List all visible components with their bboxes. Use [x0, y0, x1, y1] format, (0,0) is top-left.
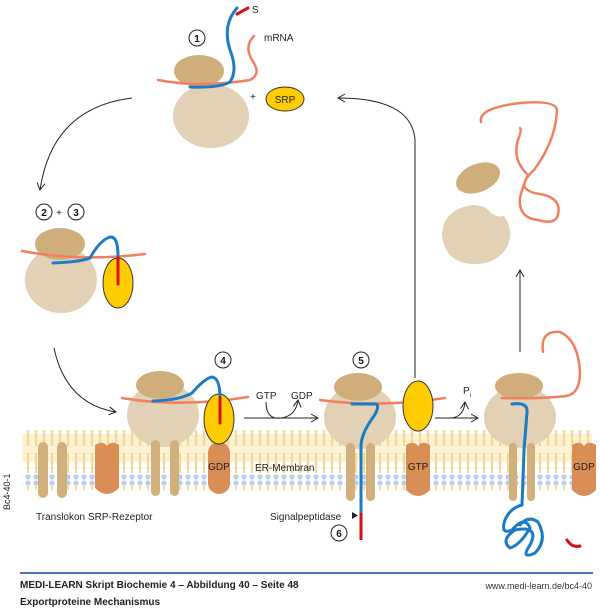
dissociated-ribosome-group [442, 101, 560, 265]
gtp-hydrolysis-arrow: GTP GDP [244, 391, 320, 423]
translocon-wall [38, 442, 48, 498]
signal-sequence [235, 6, 250, 16]
gdp-receptor-label: GDP [573, 462, 595, 473]
translocon-wall [57, 442, 67, 498]
signalpeptidase-label: Signalpeptidase [270, 512, 342, 523]
gtp-label: GTP [256, 391, 277, 402]
ribosome-large-subunit [174, 55, 224, 87]
ribosome-small-subunit [484, 386, 556, 448]
phosphate-label: P [463, 386, 470, 397]
mrna-strand [20, 249, 147, 259]
arrow-1-to-2 [36, 97, 133, 191]
mrna-label: mRNA [264, 33, 294, 44]
translocon-label: Translokon [36, 512, 85, 523]
mrna-strand [120, 395, 250, 404]
step-2-3-group: 2 + 3 [20, 203, 147, 313]
ribosome-large-subunit [456, 162, 500, 194]
step-5-number: 5 [358, 356, 364, 367]
srp-released [402, 380, 434, 432]
step-3-number: 3 [73, 208, 79, 219]
srp-receptor-gdp [572, 442, 596, 496]
ribosome-small-subunit [173, 84, 249, 148]
nascent-peptide [151, 375, 222, 403]
gdp-receptor-label: GDP [208, 462, 230, 473]
srp-receptor-bound [208, 442, 230, 494]
arrow-srp-recycle [336, 93, 416, 378]
ribosome-small-subunit [25, 247, 97, 313]
ribosome-small-subunit [324, 385, 396, 449]
step-1-badge [188, 29, 206, 47]
step-4-number: 4 [220, 356, 226, 367]
mrna-strand [500, 330, 582, 400]
srp-receptor [95, 442, 119, 494]
degraded-signal-sequence [565, 538, 582, 548]
step-4-badge [214, 351, 232, 369]
step-7-group: GDP [484, 330, 596, 557]
gtp-release-arrow: P i [435, 386, 480, 423]
arrow-3-to-4 [53, 347, 117, 416]
phosphate-subscript: i [470, 393, 471, 399]
translocon-wall [509, 443, 517, 501]
translocon-wall [170, 440, 179, 496]
ribosome-large-subunit [334, 373, 382, 401]
ribosome-large-subunit [495, 373, 543, 399]
srp-receptor-gtp [406, 442, 430, 496]
step-5-badge [352, 351, 370, 369]
plus-sign: + [250, 92, 256, 103]
nascent-peptide [51, 235, 120, 265]
step-1-number: 1 [194, 34, 200, 45]
signal-label: S [252, 5, 259, 16]
translocon-wall [151, 440, 160, 496]
er-membrane-label: ER-Membran [255, 463, 314, 474]
srp-receptor-label: SRP-Rezeptor [88, 512, 153, 523]
figure-code: Bc4-40-1 [2, 473, 12, 510]
step-2-badge [35, 203, 53, 221]
nascent-peptide [350, 402, 380, 514]
step-1-group: 1 S mRNA + SRP [156, 5, 305, 148]
nascent-peptide [188, 6, 239, 89]
gtp-receptor-label: GTP [408, 462, 429, 473]
ribosome-small-subunit [442, 205, 511, 265]
translocon-wall [346, 443, 355, 501]
footer-subtitle: Exportproteine Mechanismus [20, 597, 161, 608]
footer-title: MEDI-LEARN Skript Biochemie 4 – Abbildun… [20, 580, 299, 591]
step-6-number: 6 [336, 529, 342, 540]
srp-particle [265, 86, 305, 112]
translocon-wall [527, 443, 535, 501]
translocon-wall [366, 443, 375, 501]
gdp-label: GDP [291, 391, 313, 402]
step-2-number: 2 [41, 208, 47, 219]
ribosome-large-subunit [35, 228, 85, 260]
step-3-badge [67, 203, 85, 221]
srp-label: SRP [275, 95, 296, 106]
footer-url[interactable]: www.medi-learn.de/bc4-40 [485, 581, 592, 591]
footer-rule [20, 572, 593, 574]
ribosome-large-subunit [136, 371, 184, 399]
mrna-strand-free [479, 101, 560, 223]
plus-sign-2: + [56, 208, 62, 219]
step-5-group: 5 Signalpeptidase 6 GTP [270, 351, 447, 542]
step-4-group: 4 GDP [38, 351, 250, 498]
folded-protein [502, 402, 544, 557]
mrna-strand [156, 34, 258, 86]
ribosome-small-subunit [127, 383, 199, 447]
step-6-badge [330, 524, 348, 542]
signalpeptidase-pointer-icon [352, 512, 358, 519]
export-protein-diagram: 1 S mRNA + SRP 2 + 3 4 [2, 5, 596, 557]
